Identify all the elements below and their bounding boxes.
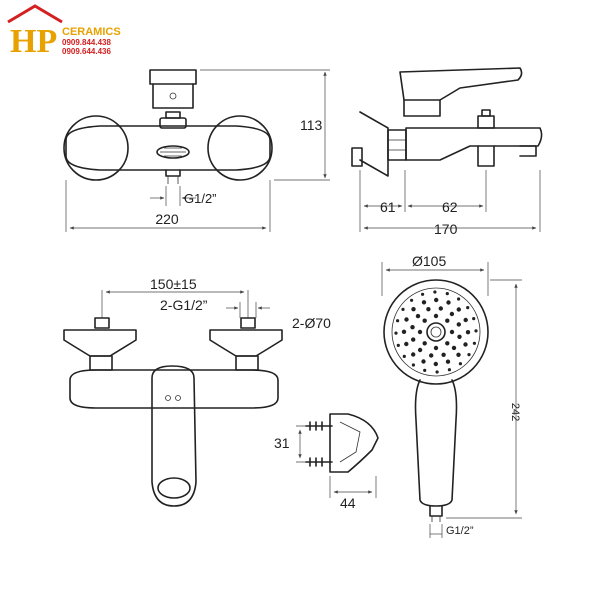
- nozzle-dot: [410, 298, 414, 302]
- dim-bracket-depth: 44: [340, 495, 356, 511]
- dim-head-diameter: Ø105: [412, 253, 446, 269]
- nozzle-dot: [441, 352, 446, 357]
- nozzle-dot: [465, 330, 471, 335]
- nozzle-dot: [415, 313, 421, 319]
- nozzle-dot: [445, 318, 450, 323]
- nozzle-dot: [417, 329, 423, 335]
- nozzle-dot: [404, 317, 409, 322]
- nozzle-dot: [445, 359, 451, 364]
- logo-phone-1: 0909.844.438: [62, 38, 111, 47]
- dim-shower-length: 242: [509, 403, 521, 421]
- nozzle-dot: [435, 370, 439, 374]
- logo-initials: HP: [10, 23, 57, 60]
- nozzle-dot: [457, 297, 461, 301]
- nozzle-dot: [422, 341, 427, 346]
- nozzle-dot: [446, 300, 451, 305]
- nozzle-dot: [411, 337, 416, 342]
- nozzle-dot: [396, 319, 400, 323]
- nozzle-dot: [433, 361, 438, 367]
- dim-shower-thread: G1/2”: [446, 525, 474, 537]
- hand-shower-view: Ø105 242 G1/2”: [381, 253, 522, 538]
- nozzle-dot: [474, 329, 478, 333]
- nozzle-dot: [434, 297, 439, 303]
- dim-side-depth-a: 61: [380, 199, 396, 215]
- nozzle-dot: [438, 306, 443, 311]
- nozzle-dot: [401, 307, 405, 311]
- nozzle-dot: [433, 313, 439, 319]
- house-roof-icon: [7, 4, 63, 24]
- nozzle-dot: [451, 345, 457, 351]
- dim-side-depth-b: 62: [442, 199, 458, 215]
- nozzle-dot: [456, 322, 461, 327]
- dim-escutcheon: 2-Ø70: [292, 315, 331, 331]
- dim-front-width: 220: [155, 211, 179, 227]
- nozzle-dot: [445, 341, 450, 346]
- wall-bracket-view: 31 44: [274, 413, 379, 511]
- nozzle-dot: [456, 352, 461, 357]
- nozzle-dot: [449, 329, 455, 335]
- dim-front-inlet: G1/2”: [184, 191, 217, 206]
- nozzle-dot: [472, 341, 476, 345]
- nozzle-dot: [445, 292, 449, 296]
- nozzle-dot: [394, 331, 398, 335]
- nozzle-dot: [423, 368, 427, 372]
- dim-inlet-threads: 2-G1/2”: [160, 297, 208, 313]
- nozzle-dot: [433, 345, 439, 351]
- nozzle-dot: [421, 359, 426, 364]
- nozzle-dot: [402, 354, 406, 358]
- nozzle-dot: [467, 353, 471, 357]
- nozzle-dot: [417, 347, 423, 353]
- nozzle-dot: [404, 341, 409, 347]
- nozzle-dot: [401, 329, 407, 334]
- nozzle-dot: [411, 363, 415, 367]
- nozzle-dot: [396, 343, 400, 347]
- nozzle-dot: [449, 311, 455, 317]
- brand-logo: HP CERAMICS 0909.844.438 0909.644.436: [7, 4, 121, 60]
- side-view: 61 62 170: [351, 67, 543, 237]
- nozzle-dot: [433, 290, 437, 294]
- logo-name: CERAMICS: [62, 26, 121, 38]
- nozzle-dot: [411, 307, 416, 312]
- dim-center-distance: 150±15: [150, 276, 197, 292]
- nozzle-dot: [411, 352, 416, 357]
- nozzle-dot: [426, 307, 431, 312]
- nozzle-dot: [463, 317, 468, 323]
- nozzle-dot: [447, 368, 451, 372]
- nozzle-dot: [429, 353, 434, 358]
- nozzle-dot: [421, 292, 425, 296]
- nozzle-dot: [421, 300, 427, 305]
- dim-bracket-height: 31: [274, 435, 290, 451]
- dim-side-total: 170: [434, 221, 458, 237]
- nozzle-dot: [472, 317, 476, 321]
- nozzle-dot: [457, 334, 462, 339]
- nozzle-dot: [466, 306, 470, 310]
- logo-phone-2: 0909.644.436: [62, 47, 111, 56]
- nozzle-dot: [458, 362, 462, 366]
- mixer-installation-view: 150±15 2-G1/2” 2-Ø70: [63, 276, 331, 507]
- nozzle-dot: [422, 318, 427, 323]
- nozzle-dot: [410, 325, 415, 330]
- nozzle-dot: [456, 307, 461, 312]
- dim-front-height: 113: [300, 117, 323, 133]
- front-view: 220 113 G1/2”: [63, 69, 330, 232]
- nozzle-dot: [463, 342, 468, 347]
- nozzle-pattern: [394, 290, 478, 374]
